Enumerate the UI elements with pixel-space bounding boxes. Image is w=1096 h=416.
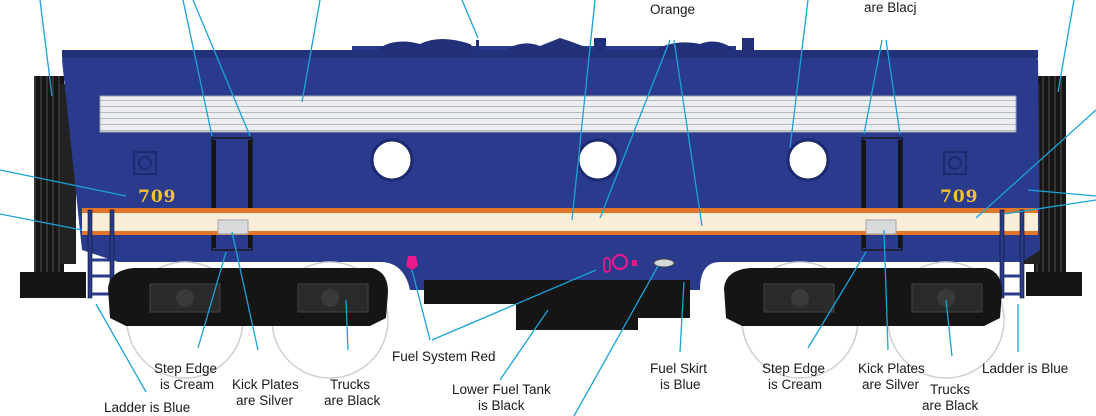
label-kick-plates-right-2: are Silver [862, 377, 920, 392]
label-are-black-top: are Blacj [864, 0, 917, 15]
label-lower-fuel-tank-2: is Black [478, 398, 525, 413]
ladder-right [999, 209, 1025, 299]
road-number-left: 709 [138, 187, 177, 207]
side-grille [99, 95, 1017, 133]
label-kick-plates-left-1: Kick Plates [232, 377, 299, 392]
label-ladder-right: Ladder is Blue [982, 361, 1068, 376]
upper-fuel-tank [424, 280, 516, 304]
truck-right [724, 261, 1005, 379]
label-orange: Orange [650, 2, 695, 17]
label-trucks-right-2: are Black [922, 398, 979, 413]
label-step-edge-right-1: Step Edge [762, 361, 825, 376]
label-fuel-skirt-2: is Blue [660, 377, 701, 392]
fuel-system-red [406, 253, 675, 273]
label-kick-plates-left-2: are Silver [236, 393, 294, 408]
left-door [211, 137, 253, 251]
label-kick-plates-right-1: Kick Plates [858, 361, 925, 376]
kick-plate-right [865, 219, 897, 235]
roof-edge [62, 50, 1038, 58]
cream-stripe [82, 213, 1038, 231]
label-step-edge-left-2: is Cream [160, 377, 214, 392]
label-ladder-left: Ladder is Blue [104, 400, 190, 415]
label-trucks-right-1: Trucks [930, 382, 970, 397]
kick-plate-left [217, 219, 249, 235]
port-window-1 [370, 138, 414, 182]
ladder-left [87, 209, 115, 299]
orange-stripe-top [82, 208, 1038, 213]
label-fuel-system: Fuel System Red [392, 349, 496, 364]
coupler-right [1026, 272, 1082, 296]
label-fuel-skirt-1: Fuel Skirt [650, 361, 707, 376]
truck-left [108, 261, 389, 379]
coupler-left [20, 272, 86, 298]
label-lower-fuel-tank-1: Lower Fuel Tank [452, 382, 551, 397]
port-window-2 [576, 138, 620, 182]
label-step-edge-left-1: Step Edge [154, 361, 217, 376]
orange-stripe-bottom [82, 231, 1038, 235]
label-trucks-left-2: are Black [324, 393, 381, 408]
label-trucks-left-1: Trucks [330, 377, 370, 392]
road-number-right: 709 [940, 187, 979, 207]
right-door [861, 137, 903, 251]
lower-fuel-tank [516, 280, 638, 330]
label-step-edge-right-2: is Cream [768, 377, 822, 392]
port-window-3 [786, 138, 830, 182]
